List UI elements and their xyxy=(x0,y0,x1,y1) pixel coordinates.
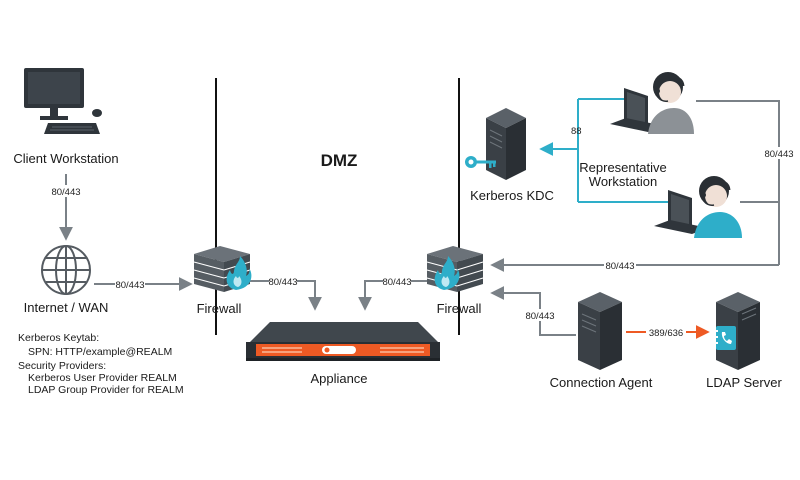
laptop-icon xyxy=(654,190,708,234)
ldap-server-label: LDAP Server xyxy=(706,375,782,390)
port-firewall-appliance: 80/443 xyxy=(268,277,297,288)
firewall-icon xyxy=(193,246,252,292)
server-tower-icon xyxy=(486,108,526,180)
flame-icon xyxy=(226,256,252,290)
port-agent-firewall: 80/443 xyxy=(525,311,554,322)
port-internet-firewall: 80/443 xyxy=(115,280,144,291)
dmz-title: DMZ xyxy=(321,151,358,170)
firewall-left-label: Firewall xyxy=(197,301,242,316)
address-book-icon xyxy=(713,326,736,350)
desktop-computer-icon xyxy=(24,68,102,134)
ldap-server: LDAP Server xyxy=(706,292,782,390)
firewall-right: Firewall xyxy=(426,246,484,316)
rep-outer-loop xyxy=(696,100,780,265)
firewall-left: Firewall xyxy=(193,246,252,316)
port-firewall-right-appliance: 80/443 xyxy=(382,277,411,288)
server-tower-icon xyxy=(578,292,622,370)
port-agent-ldap: 389/636 xyxy=(649,328,683,339)
client-workstation: Client Workstation xyxy=(13,68,119,166)
internet-label: Internet / WAN xyxy=(24,300,109,315)
kerberos-kdc: Kerberos KDC xyxy=(465,108,554,203)
note-spn: SPN: HTTP/example@REALM xyxy=(28,346,172,358)
representative-label-line1: Representative xyxy=(579,160,666,175)
headset-person-icon xyxy=(694,176,742,238)
port-rep-firewall: 80/443 xyxy=(605,261,634,272)
connection-agent: Connection Agent xyxy=(550,292,653,390)
client-workstation-label: Client Workstation xyxy=(13,151,118,166)
globe-icon xyxy=(41,245,91,295)
headset-person-icon xyxy=(648,72,694,134)
appliance-label: Appliance xyxy=(310,371,367,386)
kerberos-kdc-label: Kerberos KDC xyxy=(470,188,554,203)
rack-server-icon xyxy=(246,322,440,361)
representative-top xyxy=(610,72,694,134)
appliance: Appliance xyxy=(246,322,440,386)
key-icon xyxy=(465,156,496,168)
firewall-right-label: Firewall xyxy=(437,301,482,316)
internet: Internet / WAN xyxy=(24,245,109,315)
port-kdc: 88 xyxy=(571,126,582,137)
note-providers: Security Providers: xyxy=(18,360,106,372)
note-provider-1: Kerberos User Provider REALM xyxy=(28,372,177,384)
flame-icon xyxy=(434,256,460,290)
representative-bottom xyxy=(654,176,742,238)
note-keytab: Kerberos Keytab: xyxy=(18,332,99,344)
note-provider-2: LDAP Group Provider for REALM xyxy=(28,384,184,396)
connection-agent-label: Connection Agent xyxy=(550,375,653,390)
representative-label-line2: Workstation xyxy=(589,174,657,189)
laptop-icon xyxy=(610,88,664,132)
port-rep-outer: 80/443 xyxy=(764,149,793,160)
firewall-icon xyxy=(426,246,484,292)
port-client-internet: 80/443 xyxy=(51,187,80,198)
security-notes: Kerberos Keytab: SPN: HTTP/example@REALM… xyxy=(18,332,184,396)
